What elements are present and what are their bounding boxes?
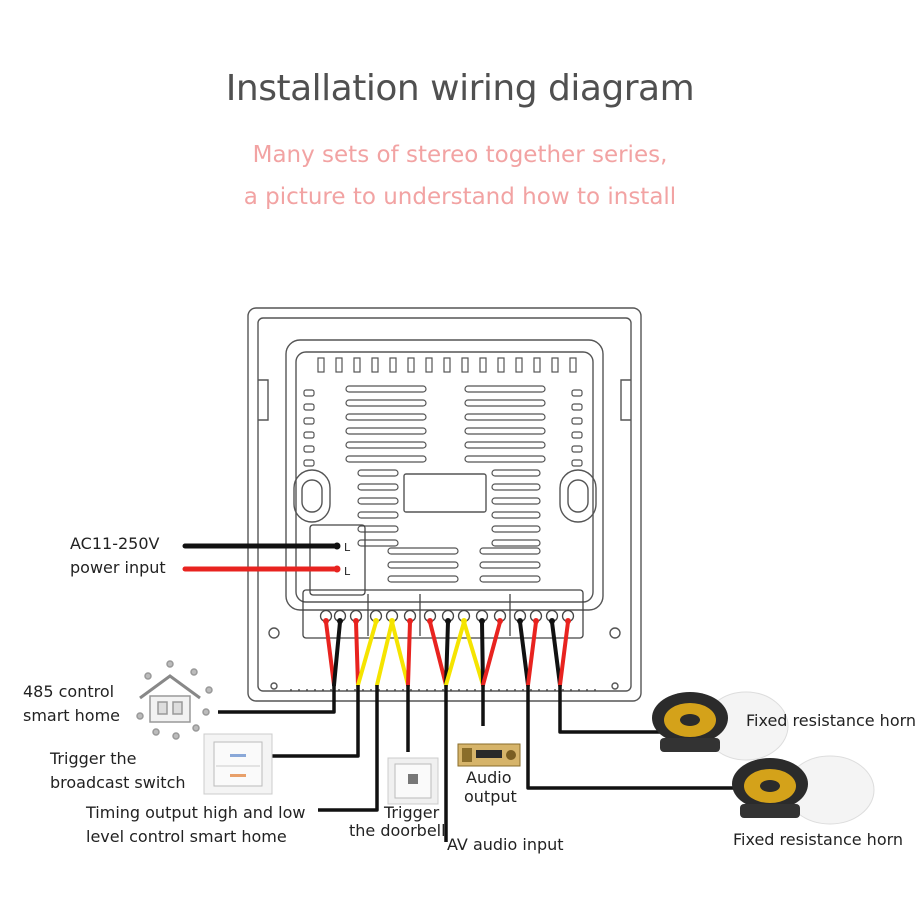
vent-slot — [571, 431, 583, 439]
amplifier-icon — [457, 743, 521, 767]
rib — [569, 357, 577, 373]
ceiling-speaker-icon-1 — [652, 691, 789, 761]
vent-slot — [491, 539, 541, 547]
label-485-2: smart home — [23, 706, 121, 725]
vent-slot — [345, 399, 427, 407]
terminal-mark-neutral: L — [344, 565, 351, 578]
power-wires — [182, 542, 341, 573]
rib — [353, 357, 361, 373]
label-audio-output-2: output — [464, 787, 517, 806]
vent-slot — [303, 403, 315, 411]
vent-slots — [303, 385, 583, 583]
vent-slot — [357, 483, 399, 491]
rib — [515, 357, 523, 373]
subtitle-line-1: Many sets of stereo together series, — [252, 142, 668, 168]
smart-home-icon — [136, 660, 213, 740]
vent-slot — [571, 445, 583, 453]
label-audio-output-1: Audio — [466, 768, 512, 787]
label-timing-2: level control smart home — [86, 827, 287, 846]
vent-slot — [303, 459, 315, 467]
rib — [317, 357, 325, 373]
page-title: Installation wiring diagram — [225, 68, 695, 109]
vent-slot — [571, 389, 583, 397]
vent-slot — [464, 413, 546, 421]
vent-slot — [571, 403, 583, 411]
vent-slot — [303, 431, 315, 439]
vent-slot — [479, 547, 541, 555]
vent-slot — [491, 525, 541, 533]
vent-slot — [464, 427, 546, 435]
vent-slot — [491, 469, 541, 477]
rib — [389, 357, 397, 373]
signal-wires — [324, 620, 570, 687]
label-power-1: AC11-250V — [70, 534, 160, 553]
vent-slot — [571, 459, 583, 467]
vent-slot — [387, 561, 459, 569]
vent-slot — [464, 399, 546, 407]
vent-slot — [491, 511, 541, 519]
ceiling-speaker-icon-2 — [732, 755, 875, 825]
label-broadcast-2: broadcast switch — [50, 773, 186, 792]
vent-slot — [464, 441, 546, 449]
rib — [479, 357, 487, 373]
rib — [551, 357, 559, 373]
label-doorbell-1: Trigger — [384, 803, 440, 822]
vent-slot — [571, 417, 583, 425]
vent-slot — [357, 497, 399, 505]
vent-slot — [303, 445, 315, 453]
terminal-mark-live: L — [344, 541, 351, 554]
rib — [461, 357, 469, 373]
label-timing-1: Timing output high and low — [86, 803, 306, 822]
subtitle-line-2: a picture to understand how to install — [243, 184, 677, 210]
vent-slot — [357, 539, 399, 547]
vent-slot — [345, 385, 427, 393]
wall-switch-icon — [203, 733, 273, 795]
vent-slot — [491, 483, 541, 491]
label-av-input: AV audio input — [447, 835, 564, 854]
vent-slot — [345, 427, 427, 435]
vent-slot — [387, 575, 459, 583]
device-leads — [218, 685, 738, 842]
doorbell-button-icon — [387, 757, 439, 805]
vent-slot — [357, 511, 399, 519]
vent-slot — [357, 525, 399, 533]
vent-slot — [479, 561, 541, 569]
vent-slot — [479, 575, 541, 583]
label-horn-2: Fixed resistance horn — [733, 830, 904, 849]
vent-ribs-top — [317, 357, 577, 373]
vent-slot — [345, 455, 427, 463]
label-broadcast-1: Trigger the — [50, 749, 137, 768]
vent-slot — [491, 497, 541, 505]
rib — [533, 357, 541, 373]
rib — [335, 357, 343, 373]
vent-slot — [303, 389, 315, 397]
rib — [443, 357, 451, 373]
vent-slot — [345, 441, 427, 449]
rib — [497, 357, 505, 373]
label-power-2: power input — [70, 558, 166, 577]
vent-slot — [387, 547, 459, 555]
vent-slot — [464, 385, 546, 393]
rib — [425, 357, 433, 373]
vent-slot — [303, 417, 315, 425]
label-485-1: 485 control — [23, 682, 115, 701]
vent-slot — [464, 455, 546, 463]
label-horn-1: Fixed resistance horn — [746, 711, 917, 730]
label-doorbell-2: the doorbell — [349, 821, 446, 840]
vent-slot — [357, 469, 399, 477]
rib — [371, 357, 379, 373]
terminal-block — [302, 524, 584, 639]
rib — [407, 357, 415, 373]
vent-slot — [345, 413, 427, 421]
